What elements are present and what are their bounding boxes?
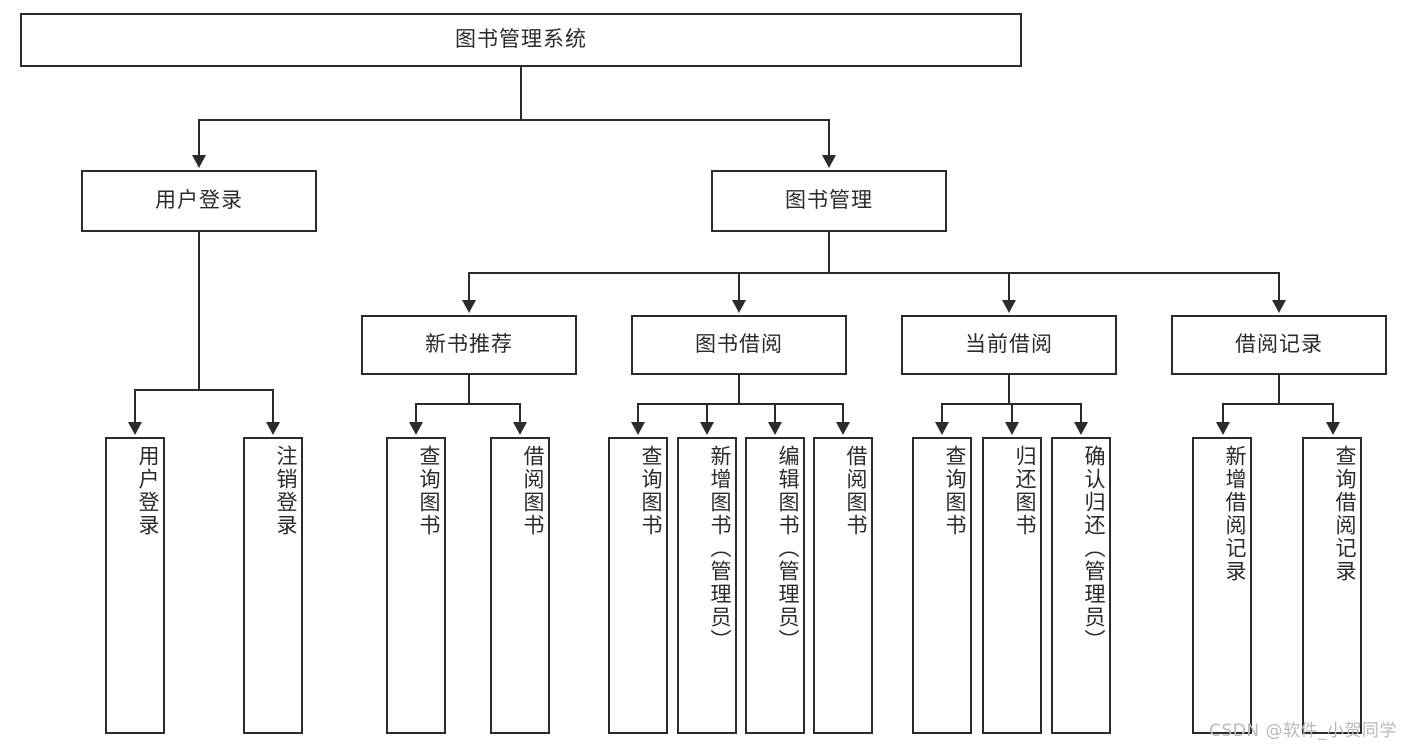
edge-to-book-borrow: [738, 272, 740, 302]
edge-root-stem: [520, 67, 522, 119]
edge-bb-leaf-3: [774, 403, 776, 424]
arrowhead-bb-leaf-1: [631, 422, 645, 435]
arrowhead-cb-leaf-2: [1005, 422, 1019, 435]
node-label: 查询图书: [943, 445, 967, 537]
edge-current-borrow-bus: [941, 403, 1080, 405]
node-label: 用户登录: [136, 445, 160, 537]
node-label: 查询借阅记录: [1333, 445, 1357, 583]
edge-user-login-leaf-2: [272, 389, 274, 424]
node-root-book-management-system[interactable]: 图书管理系统: [20, 13, 1022, 67]
edge-borrow-record-bus: [1222, 403, 1334, 405]
leaf-bb-edit-book-admin[interactable]: 编辑图书（管理员）: [745, 437, 805, 734]
edge-new-book-recommend-stem: [468, 375, 470, 403]
leaf-cb-query-book[interactable]: 查询图书: [912, 437, 972, 734]
leaf-nbr-query-book[interactable]: 查询图书: [386, 437, 446, 734]
edge-user-login-bus: [134, 389, 272, 391]
edge-to-borrow-record: [1278, 272, 1280, 302]
node-label: 新书推荐: [425, 332, 513, 357]
node-label: 借阅图书: [521, 445, 545, 537]
edge-cb-leaf-3: [1080, 403, 1082, 424]
edge-to-new-book-recommend: [468, 272, 470, 302]
node-label: 当前借阅: [965, 332, 1053, 357]
leaf-cb-return-book[interactable]: 归还图书: [982, 437, 1042, 734]
arrowhead-bb-leaf-3: [768, 422, 782, 435]
arrowhead-user-login-leaf-2: [266, 422, 280, 435]
edge-bb-leaf-1: [637, 403, 639, 424]
edge-cb-leaf-1: [941, 403, 943, 424]
leaf-br-query-record[interactable]: 查询借阅记录: [1302, 437, 1362, 734]
arrowhead-nbr-leaf-2: [513, 422, 527, 435]
edge-book-borrow-stem: [738, 375, 740, 403]
leaf-cb-confirm-return-admin[interactable]: 确认归还（管理员）: [1051, 437, 1111, 734]
arrowhead-bb-leaf-4: [836, 422, 850, 435]
arrowhead-to-book-borrow: [732, 300, 746, 313]
node-label: 借阅记录: [1235, 332, 1323, 357]
leaf-user-login-login[interactable]: 用户登录: [105, 437, 165, 734]
node-label: 新增借阅记录: [1223, 445, 1247, 583]
node-user-login[interactable]: 用户登录: [81, 170, 317, 232]
edge-bb-leaf-4: [842, 403, 844, 424]
edge-level2-bus: [198, 119, 830, 121]
edge-to-current-borrow: [1008, 272, 1010, 302]
arrowhead-to-new-book-recommend: [462, 300, 476, 313]
node-label: 新增图书（管理员）: [708, 445, 732, 652]
node-label: 确认归还（管理员）: [1082, 445, 1106, 652]
edge-user-login-stem: [198, 232, 200, 389]
leaf-bb-add-book-admin[interactable]: 新增图书（管理员）: [677, 437, 737, 734]
arrowhead-to-current-borrow: [1002, 300, 1016, 313]
edge-cb-leaf-2: [1011, 403, 1013, 424]
edge-book-management-stem: [828, 232, 830, 272]
node-label: 注销登录: [274, 445, 298, 537]
leaf-user-login-logout[interactable]: 注销登录: [243, 437, 303, 734]
edge-current-borrow-stem: [1008, 375, 1010, 403]
arrowhead-nbr-leaf-1: [409, 422, 423, 435]
edge-nbr-leaf-1: [415, 403, 417, 424]
edge-borrow-record-stem: [1278, 375, 1280, 403]
node-label: 借阅图书: [844, 445, 868, 537]
node-new-book-recommend[interactable]: 新书推荐: [361, 315, 577, 375]
node-label: 图书管理: [785, 188, 873, 213]
node-label: 归还图书: [1013, 445, 1037, 537]
node-current-borrow[interactable]: 当前借阅: [901, 315, 1117, 375]
node-book-management[interactable]: 图书管理: [711, 170, 947, 232]
edge-bb-leaf-2: [706, 403, 708, 424]
arrowhead-to-user-login: [192, 155, 206, 168]
edge-nbr-leaf-2: [519, 403, 521, 424]
node-label: 图书管理系统: [455, 27, 587, 52]
node-label: 查询图书: [417, 445, 441, 537]
leaf-bb-query-book[interactable]: 查询图书: [608, 437, 668, 734]
edge-to-user-login: [198, 119, 200, 157]
arrowhead-bb-leaf-2: [700, 422, 714, 435]
arrowhead-cb-leaf-1: [935, 422, 949, 435]
leaf-bb-borrow-book[interactable]: 借阅图书: [813, 437, 873, 734]
node-label: 编辑图书（管理员）: [776, 445, 800, 652]
arrowhead-to-book-management: [822, 155, 836, 168]
arrowhead-br-leaf-2: [1326, 422, 1340, 435]
arrowhead-to-borrow-record: [1272, 300, 1286, 313]
edge-to-book-management: [828, 119, 830, 157]
node-book-borrow[interactable]: 图书借阅: [631, 315, 847, 375]
arrowhead-user-login-leaf-1: [128, 422, 142, 435]
edge-new-book-recommend-bus: [415, 403, 521, 405]
node-label: 图书借阅: [695, 332, 783, 357]
leaf-nbr-borrow-book[interactable]: 借阅图书: [490, 437, 550, 734]
edge-book-borrow-bus: [637, 403, 844, 405]
edge-br-leaf-2: [1332, 403, 1334, 424]
node-label: 查询图书: [639, 445, 663, 537]
edge-br-leaf-1: [1222, 403, 1224, 424]
edge-user-login-leaf-1: [134, 389, 136, 424]
edge-level3-bus: [468, 272, 1280, 274]
arrowhead-cb-leaf-3: [1074, 422, 1088, 435]
node-borrow-record[interactable]: 借阅记录: [1171, 315, 1387, 375]
watermark-text: CSDN @软件_小贺同学: [1209, 721, 1397, 741]
node-label: 用户登录: [155, 188, 243, 213]
leaf-br-add-record[interactable]: 新增借阅记录: [1192, 437, 1252, 734]
arrowhead-br-leaf-1: [1216, 422, 1230, 435]
